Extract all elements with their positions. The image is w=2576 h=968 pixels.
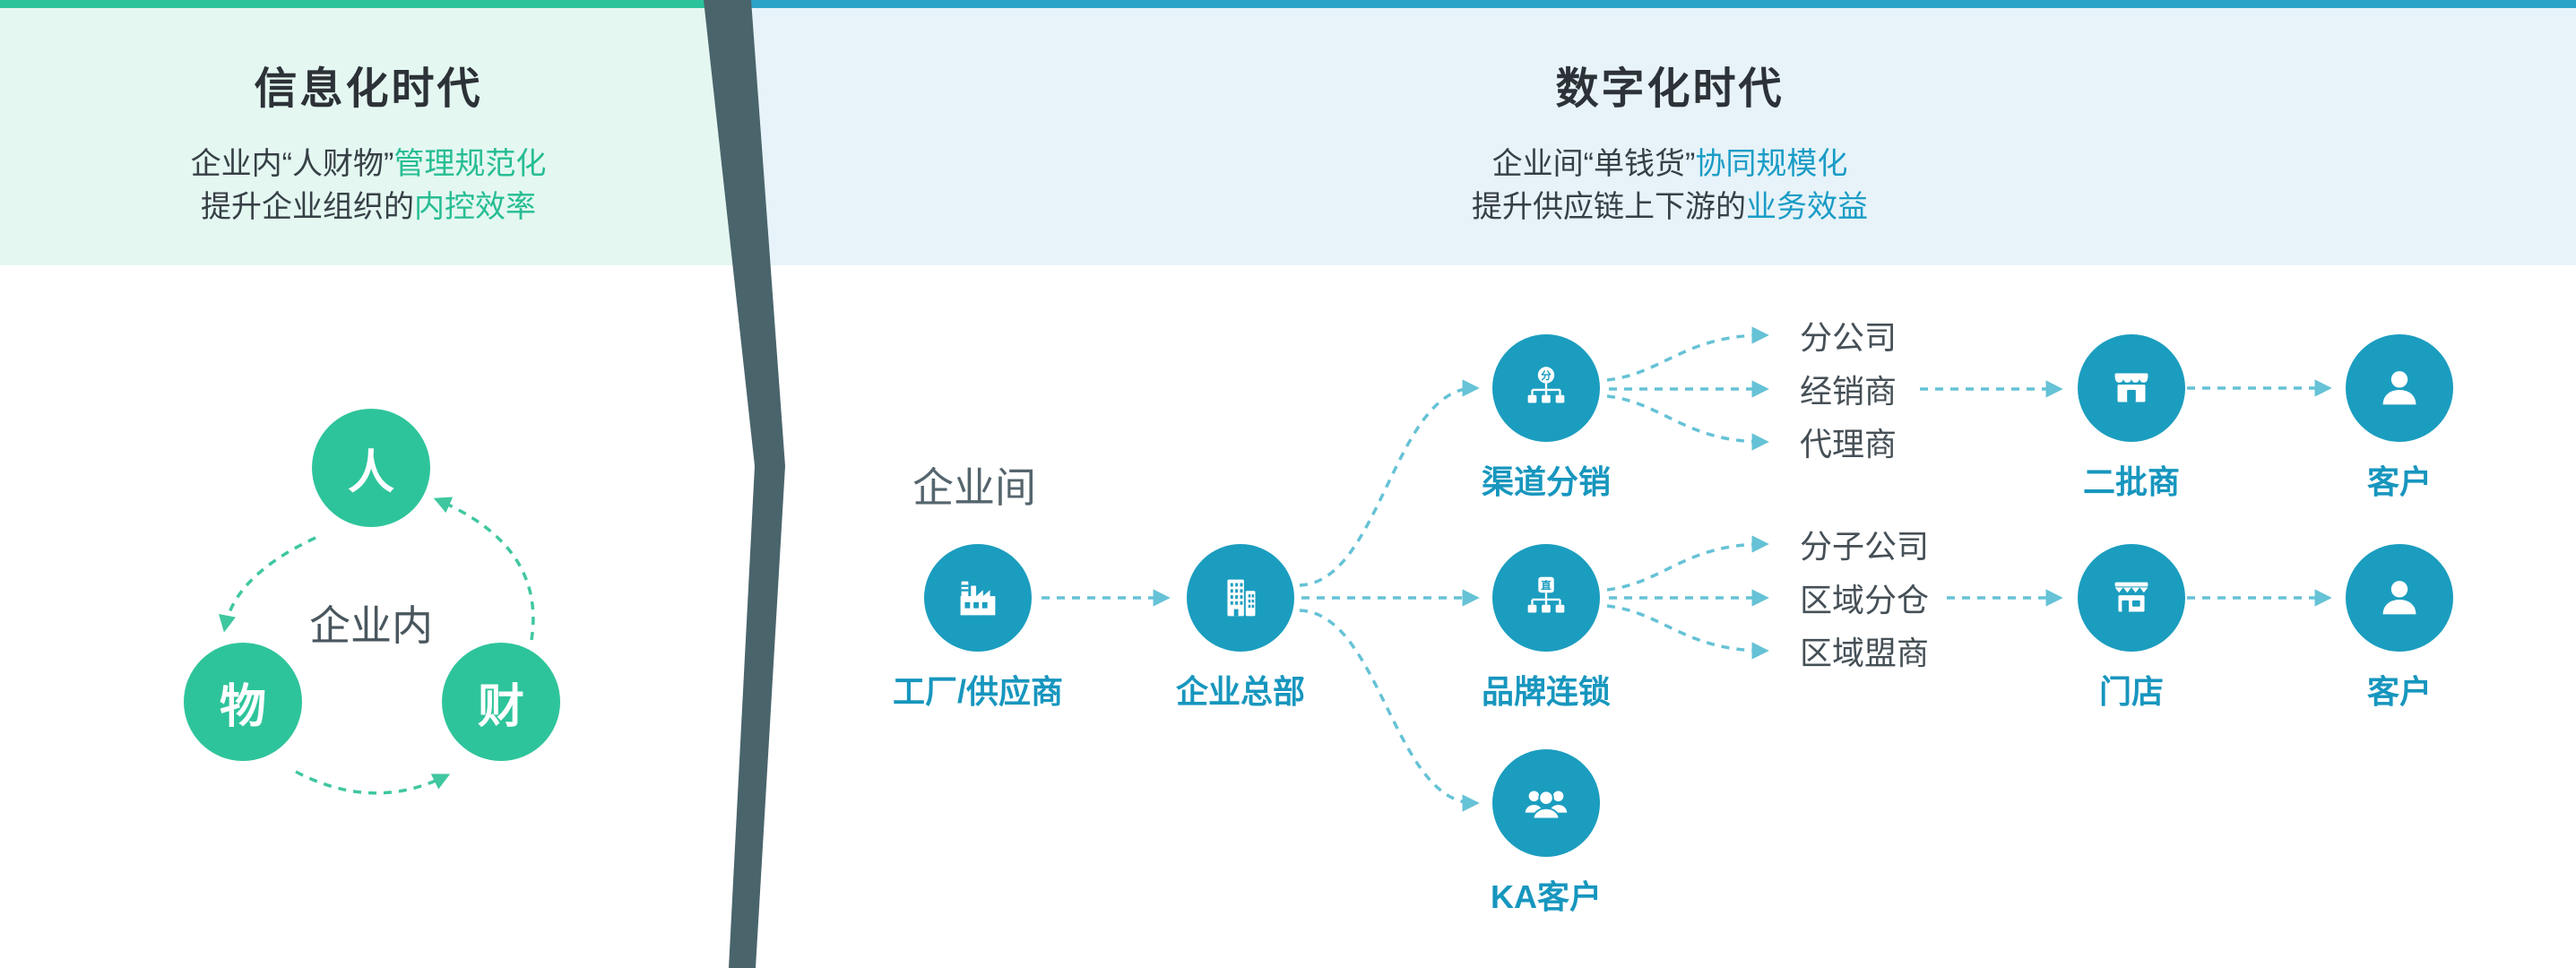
distribution-org-icon: 分 xyxy=(1491,334,1600,442)
distribution-org-icon-text: 分 xyxy=(1541,369,1552,382)
office-building-icon xyxy=(1186,544,1294,652)
storefront-icon xyxy=(2078,334,2185,442)
person-icon-glyph xyxy=(2382,371,2416,405)
direct-chain-org-icon-text: 直 xyxy=(1541,579,1552,592)
customer-mid-node: 客户 xyxy=(2346,544,2453,713)
right-subtitle-line2-highlight: 业务效益 xyxy=(1746,190,1868,225)
key-account-group-icon-glyph xyxy=(1525,790,1568,820)
left-subtitle-line1-normal: 企业内“人财物” xyxy=(190,147,394,181)
right-topbar-accent xyxy=(726,0,2576,8)
left-section-title: 信息化时代 xyxy=(254,65,483,113)
channel-node: 分 渠道分销 xyxy=(1482,334,1611,503)
customer-top-label: 客户 xyxy=(2366,463,2432,500)
cycle-node-person-label: 人 xyxy=(347,446,394,499)
arrow-finance-to-person xyxy=(433,497,535,641)
customer-mid-label: 客户 xyxy=(2366,673,2432,710)
right-header-inner: 数字化时代 企业间“单钱货”协同规模化 提升供应链上下游的业务效益 xyxy=(737,8,2576,229)
arrow-goods-to-finance xyxy=(295,770,451,795)
person-icon-glyph xyxy=(2382,581,2416,615)
left-header-inner: 信息化时代 企业内“人财物”管理规范化 提升企业组织的内控效率 xyxy=(0,8,737,229)
arrow-hq-to-channel xyxy=(1299,379,1480,587)
left-subtitle-line1-highlight: 管理规范化 xyxy=(393,147,547,181)
arrow-brand-to-branch-3 xyxy=(1606,604,1769,660)
blue-flow-arrows xyxy=(1042,326,2332,812)
left-subtitle-line1: 企业内“人财物”管理规范化 xyxy=(0,143,737,186)
channel-branch-3: 代理商 xyxy=(1800,426,1897,462)
green-cycle-arrows xyxy=(219,497,535,795)
factory-label: 工厂/供应商 xyxy=(892,673,1064,710)
cycle-node-finance: 财 xyxy=(442,643,560,761)
right-subtitle-line1: 企业间“单钱货”协同规模化 xyxy=(764,143,2576,186)
arrow-channel-to-branch-3 xyxy=(1606,394,1769,451)
right-subtitle-line2: 提升供应链上下游的业务效益 xyxy=(764,186,2576,229)
brand-branch-3: 区域盟商 xyxy=(1800,635,1930,671)
shop-icon-glyph xyxy=(2114,582,2148,612)
direct-chain-org-icon: 直 xyxy=(1491,544,1600,652)
left-subtitle-line2-normal: 提升企业组织的 xyxy=(201,190,414,225)
arrow-hq-to-ka xyxy=(1299,609,1480,812)
key-account-group-icon xyxy=(1492,749,1600,857)
secondary-wholesaler-node: 二批商 xyxy=(2078,334,2185,503)
right-section-subtitle: 企业间“单钱货”协同规模化 提升供应链上下游的业务效益 xyxy=(764,143,2576,229)
cycle-node-goods-label: 物 xyxy=(219,680,266,733)
right-section-title: 数字化时代 xyxy=(1555,65,1785,113)
brand-node: 直 品牌连锁 xyxy=(1482,544,1611,713)
brand-label: 品牌连锁 xyxy=(1481,673,1612,710)
cycle-node-person: 人 xyxy=(312,409,430,527)
ka-node: KA客户 xyxy=(1491,749,1602,918)
shop-icon xyxy=(2078,544,2185,652)
secondary-wholesaler-label: 二批商 xyxy=(2082,463,2180,500)
arrow-brand-to-branch-1 xyxy=(1606,535,1769,592)
person-icon xyxy=(2346,544,2453,652)
arrow-channel-to-branch-1 xyxy=(1606,326,1769,382)
cycle-center-label: 企业内 xyxy=(309,602,433,649)
left-topbar-accent xyxy=(0,0,726,8)
direct-chain-org-icon-glyph: 直 xyxy=(1527,576,1565,613)
store-node: 门店 xyxy=(2078,544,2185,713)
cycle-node-finance-label: 财 xyxy=(477,680,524,733)
left-header: 信息化时代 企业内“人财物”管理规范化 提升企业组织的内控效率 xyxy=(0,8,737,265)
right-header: 数字化时代 企业间“单钱货”协同规模化 提升供应链上下游的业务效益 xyxy=(737,8,2576,265)
cycle-node-goods: 物 xyxy=(184,643,302,761)
factory-node: 工厂/供应商 xyxy=(893,544,1063,713)
right-subtitle-line2-normal: 提升供应链上下游的 xyxy=(1472,190,1746,225)
right-subtitle-line1-highlight: 协同规模化 xyxy=(1695,147,1848,181)
hq-label: 企业总部 xyxy=(1175,673,1306,710)
brand-branch-2: 区域分仓 xyxy=(1800,582,1930,618)
store-label: 门店 xyxy=(2098,673,2164,710)
left-subtitle-line2-highlight: 内控效率 xyxy=(414,190,536,225)
ka-label: KA客户 xyxy=(1491,878,1602,915)
office-building-icon-glyph xyxy=(1227,579,1256,617)
left-subtitle-line2: 提升企业组织的内控效率 xyxy=(0,186,737,229)
brand-branch-1: 分子公司 xyxy=(1800,528,1930,565)
customer-top-node: 客户 xyxy=(2346,334,2453,503)
left-section-subtitle: 企业内“人财物”管理规范化 提升企业组织的内控效率 xyxy=(0,143,737,229)
distribution-org-icon-glyph: 分 xyxy=(1527,367,1565,403)
hq-node: 企业总部 xyxy=(1176,544,1305,713)
channel-branch-2: 经销商 xyxy=(1800,373,1897,410)
factory-icon-glyph xyxy=(960,581,996,616)
person-icon xyxy=(2346,334,2453,442)
right-subtitle-line1-normal: 企业间“单钱货” xyxy=(1491,147,1696,181)
factory-icon xyxy=(923,544,1032,652)
channel-branch-1: 分公司 xyxy=(1800,319,1897,356)
storefront-icon-glyph xyxy=(2114,373,2148,402)
arrow-person-to-goods xyxy=(219,536,316,633)
channel-label: 渠道分销 xyxy=(1481,463,1612,500)
flow-group-label: 企业间 xyxy=(912,464,1036,511)
